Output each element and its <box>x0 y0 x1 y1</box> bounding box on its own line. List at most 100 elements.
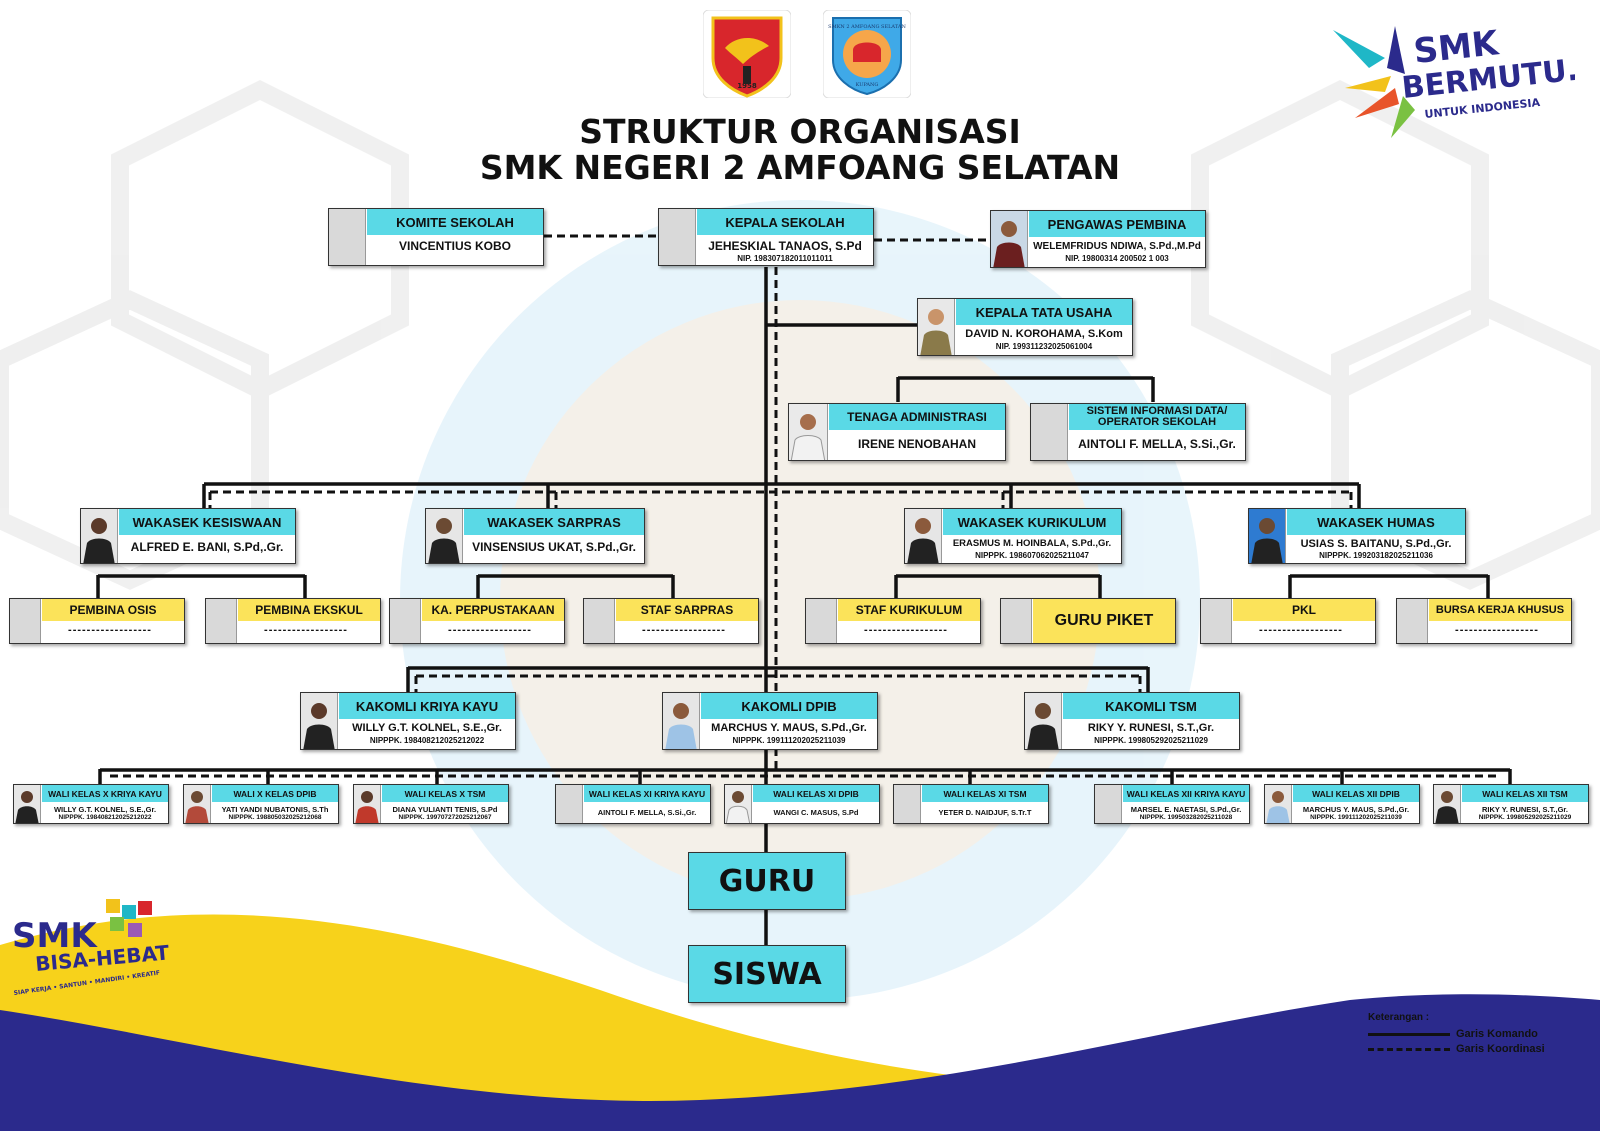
legend: Keterangan : Garis Komando Garis Koordin… <box>1368 1012 1545 1055</box>
guru-box: GURU <box>688 852 846 910</box>
empty-photo <box>894 785 921 823</box>
bisa-hebat-line1: SMK <box>12 916 98 956</box>
bermutu-line1: SMK <box>1412 23 1502 72</box>
legend-komando: Garis Komando <box>1456 1028 1538 1040</box>
person-id: NIPPPK. 198408212025212022 <box>369 736 485 745</box>
page-title: STRUKTUR ORGANISASI <box>579 112 1021 151</box>
person-name: RIKY Y. RUNESI, S.T.,Gr. <box>1481 805 1568 814</box>
person-id: NIP. 198307182011011011 <box>737 254 833 263</box>
role-label: PEMBINA OSIS <box>42 599 184 621</box>
role-label: GURU PIKET <box>1033 599 1175 643</box>
role-label: WALI KELAS XII DPIB <box>1293 785 1419 802</box>
person-id: NIPPPK. 198607062025211047 <box>975 551 1089 560</box>
wakasek-kurikulum-box: WAKASEK KURIKULUM ERASMUS M. HOINBALA, S… <box>904 508 1122 564</box>
solid-line-icon <box>1368 1032 1450 1036</box>
role-label: PENGAWAS PEMBINA <box>1029 211 1205 237</box>
empty-photo <box>556 785 583 823</box>
empty-photo <box>806 599 837 643</box>
person-name: VINCENTIUS KOBO <box>398 239 511 253</box>
avatar <box>991 211 1028 267</box>
wali-xii-tsm-box: WALI KELAS XII TSM RIKY Y. RUNESI, S.T.,… <box>1433 784 1589 824</box>
pkl-box: PKL ------------------ <box>1200 598 1376 644</box>
staf-kurikulum-box: STAF KURIKULUM ------------------ <box>805 598 981 644</box>
navy-wave <box>0 994 1600 1131</box>
pembina-ekskul-box: PEMBINA EKSKUL ------------------ <box>205 598 381 644</box>
avatar <box>1025 693 1062 749</box>
person-name: ALFRED E. BANI, S.Pd,.Gr. <box>130 540 284 554</box>
smk-bermutu-logo: SMK BERMUTU. UNTUK INDONESIA <box>1333 23 1575 138</box>
tenaga-administrasi-box: TENAGA ADMINISTRASI IRENE NENOBAHAN <box>788 403 1006 461</box>
person-name: YETER D. NAIDJUF, S.Tr.T <box>938 808 1032 817</box>
wali-xi-tsm-box: WALI KELAS XI TSM YETER D. NAIDJUF, S.Tr… <box>893 784 1049 824</box>
person-name: WELEMFRIDUS NDIWA, S.Pd.,M.Pd <box>1033 241 1201 252</box>
wali-x-kriya-kayu-box: WALI KELAS X KRIYA KAYU WILLY G.T. KOLNE… <box>13 784 169 824</box>
empty-name: ------------------ <box>68 624 152 636</box>
avatar <box>905 509 942 563</box>
wali-xii-kriya-kayu-box: WALI KELAS XII KRIYA KAYU MARSEL E. NAET… <box>1094 784 1250 824</box>
role-label: KEPALA TATA USAHA <box>956 299 1132 325</box>
person-name: IRENE NENOBAHAN <box>857 437 976 451</box>
kakomli-tsm-box: KAKOMLI TSM RIKY Y. RUNESI, S.T.,Gr. NIP… <box>1024 692 1240 750</box>
avatar <box>1249 509 1286 563</box>
person-name: WANGI C. MASUS, S.Pd <box>773 808 859 817</box>
guru-piket-box: GURU PIKET <box>1000 598 1176 644</box>
role-label: WALI KELAS XI KRIYA KAYU <box>584 785 710 802</box>
role-label: KAKOMLI KRIYA KAYU <box>339 693 515 719</box>
avatar <box>301 693 338 749</box>
kepala-sekolah-box: KEPALA SEKOLAH JEHESKIAL TANAOS, S.Pd NI… <box>658 208 874 266</box>
role-label: WALI KELAS X TSM <box>382 785 508 802</box>
person-id: NIPPPK. 199805292025211029 <box>1478 814 1572 821</box>
empty-photo <box>1095 785 1122 823</box>
empty-name: ------------------ <box>448 624 532 636</box>
wakasek-sarpras-box: WAKASEK SARPRAS VINSENSIUS UKAT, S.Pd.,G… <box>425 508 645 564</box>
role-label: PEMBINA EKSKUL <box>238 599 380 621</box>
avatar <box>663 693 700 749</box>
role-label: WAKASEK KESISWAAN <box>119 509 295 535</box>
person-name: MARCHUS Y. MAUS, S.Pd.,Gr. <box>1302 805 1410 814</box>
person-name: USIAS S. BAITANU, S.Pd.,Gr. <box>1300 538 1452 550</box>
seal-bottom-text: KUPANG <box>856 82 879 88</box>
role-label: KOMITE SEKOLAH <box>367 209 543 235</box>
empty-photo <box>390 599 421 643</box>
role-label: WALI KELAS XI DPIB <box>753 785 879 802</box>
page-subtitle: SMK NEGERI 2 AMFOANG SELATAN <box>479 148 1121 187</box>
empty-name: ------------------ <box>264 624 348 636</box>
avatar <box>14 785 41 823</box>
person-id: NIP. 19800314 200502 1 003 <box>1065 254 1169 263</box>
person-id: NIPPPK. 199707272025212067 <box>398 814 492 821</box>
person-id: NIPPPK. 199111202025211039 <box>732 736 846 745</box>
seal-top-text: SMKN 2 AMFOANG SELATAN <box>828 24 906 30</box>
role-label: SISTEM INFORMASI DATA/ OPERATOR SEKOLAH <box>1069 404 1245 430</box>
person-id: NIP. 199311232025061004 <box>995 342 1093 351</box>
wakasek-humas-box: WAKASEK HUMAS USIAS S. BAITANU, S.Pd.,Gr… <box>1248 508 1466 564</box>
siswa-box: SISWA <box>688 945 846 1003</box>
empty-photo <box>1397 599 1428 643</box>
role-label: WALI KELAS XII TSM <box>1462 785 1588 802</box>
avatar <box>918 299 955 355</box>
person-name: MARCHUS Y. MAUS, S.Pd.,Gr. <box>711 722 867 734</box>
person-id: NIPPPK. 198408212025212022 <box>58 814 152 821</box>
empty-photo <box>1031 404 1068 460</box>
wakasek-kesiswaan-box: WAKASEK KESISWAAN ALFRED E. BANI, S.Pd,.… <box>80 508 296 564</box>
legend-title: Keterangan : <box>1368 1012 1430 1023</box>
role-label: KAKOMLI DPIB <box>701 693 877 719</box>
ka-perpustakaan-box: KA. PERPUSTAKAAN ------------------ <box>389 598 565 644</box>
person-name: RIKY Y. RUNESI, S.T.,Gr. <box>1087 722 1215 734</box>
staf-sarpras-box: STAF SARPRAS ------------------ <box>583 598 759 644</box>
role-label: WAKASEK HUMAS <box>1287 509 1465 535</box>
role-label: PKL <box>1233 599 1375 621</box>
dashed-line-icon <box>1368 1047 1450 1051</box>
role-label: KAKOMLI TSM <box>1063 693 1239 719</box>
role-label: WAKASEK KURIKULUM <box>943 509 1121 535</box>
person-name: JEHESKIAL TANAOS, S.Pd <box>708 239 862 253</box>
kakomli-dpib-box: KAKOMLI DPIB MARCHUS Y. MAUS, S.Pd.,Gr. … <box>662 692 878 750</box>
logo-year: 1958 <box>737 82 757 90</box>
person-name: WILLY G.T. KOLNEL, S.E.,Gr. <box>53 805 157 814</box>
komite-box: KOMITE SEKOLAH VINCENTIUS KOBO <box>328 208 544 266</box>
sistem-informasi-box: SISTEM INFORMASI DATA/ OPERATOR SEKOLAH … <box>1030 403 1246 461</box>
avatar <box>789 404 828 460</box>
empty-photo <box>329 209 366 265</box>
person-id: NIPPPK. 199203182025211036 <box>1319 551 1433 560</box>
avatar <box>426 509 463 563</box>
school-seal-logo: SMKN 2 AMFOANG SELATAN KUPANG <box>823 10 911 98</box>
